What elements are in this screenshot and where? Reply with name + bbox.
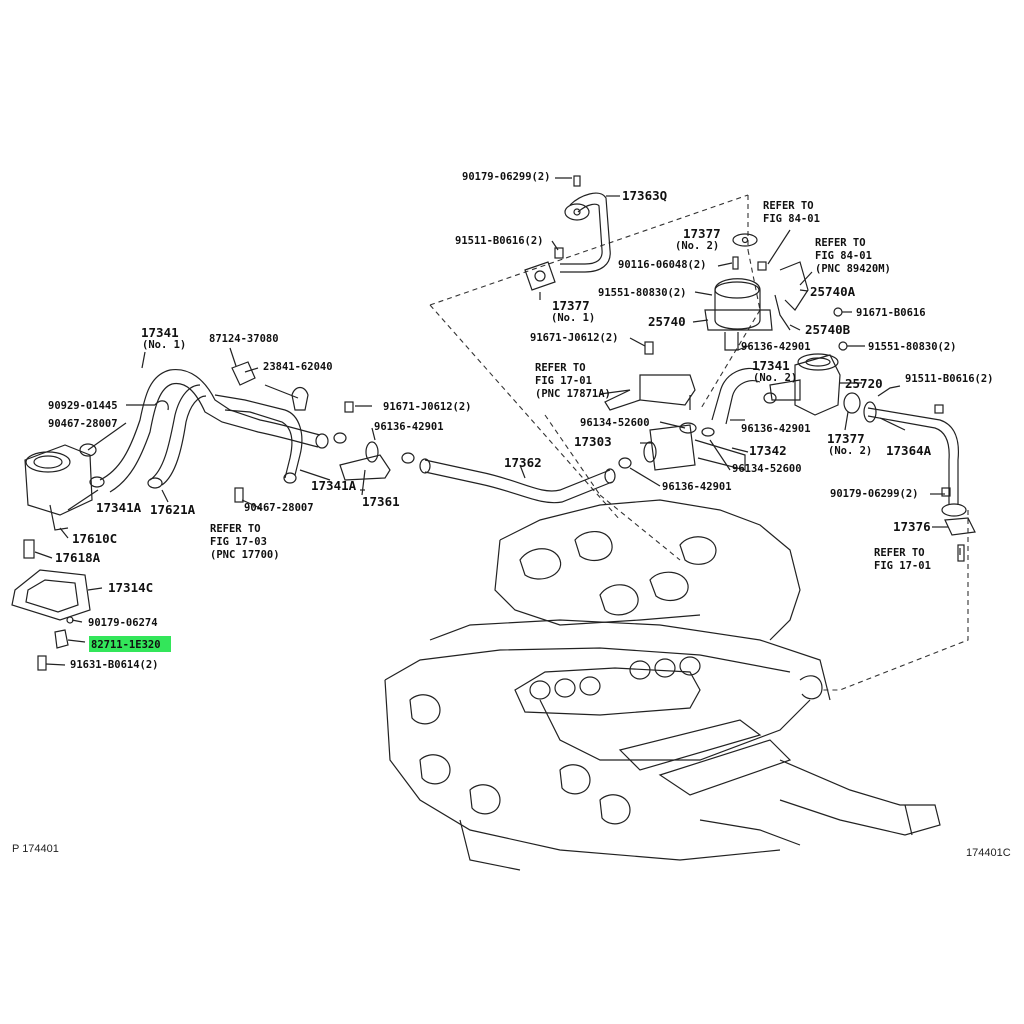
leader-lines bbox=[34, 177, 961, 666]
label-17362[interactable]: 17362 bbox=[504, 455, 542, 470]
label-17610c[interactable]: 17610C bbox=[72, 531, 117, 546]
label-ref-17-01-a-line1: REFER TO bbox=[535, 362, 586, 374]
label-25720[interactable]: 25720 bbox=[845, 376, 883, 391]
label-17341a-left[interactable]: 17341A bbox=[96, 500, 142, 515]
label-96136-42901-c[interactable]: 96136-42901 bbox=[662, 481, 732, 493]
label-91671-j0612-left[interactable]: 91671-J0612(2) bbox=[383, 401, 472, 413]
label-90179-06299-right[interactable]: 90179-06299(2) bbox=[830, 488, 919, 500]
label-90179-06274[interactable]: 90179-06274 bbox=[88, 617, 158, 629]
hose-17341-no2-drawing bbox=[604, 341, 777, 471]
label-91511-b0616-right[interactable]: 91511-B0616(2) bbox=[905, 373, 994, 385]
part-highlight bbox=[89, 636, 171, 652]
page-code-right: 174401C bbox=[966, 847, 1011, 859]
label-91551-80830-a[interactable]: 91551-80830(2) bbox=[598, 287, 687, 299]
label-82711-1e320-highlighted[interactable]: 82711-1E320 bbox=[91, 639, 161, 651]
label-ref-17-03-line2[interactable]: FIG 17-03 bbox=[210, 536, 267, 548]
label-ref-17-01-b-line2[interactable]: FIG 17-01 bbox=[874, 560, 931, 572]
label-17303[interactable]: 17303 bbox=[574, 434, 612, 449]
air-switching-valve-drawing bbox=[704, 233, 861, 416]
label-90179-06299-top[interactable]: 90179-06299(2) bbox=[462, 171, 551, 183]
label-ref-17-01-a-line2[interactable]: FIG 17-01 bbox=[535, 375, 592, 387]
label-17377-no2-right-sub: (No. 2) bbox=[828, 445, 872, 457]
label-17377-no1-sub: (No. 1) bbox=[551, 312, 595, 324]
engine-block-drawing bbox=[384, 499, 941, 871]
label-90467-28007-b[interactable]: 90467-28007 bbox=[244, 502, 314, 514]
label-ref-84-01-a-line2[interactable]: FIG 84-01 bbox=[763, 213, 820, 225]
label-17341-no1[interactable]: 17341 bbox=[141, 325, 179, 340]
label-96136-42901-d[interactable]: 96136-42901 bbox=[374, 421, 444, 433]
label-90467-28007-a[interactable]: 90467-28007 bbox=[48, 418, 118, 430]
label-25740a[interactable]: 25740A bbox=[810, 284, 856, 299]
label-91671-b0616[interactable]: 91671-B0616 bbox=[856, 307, 926, 319]
pipe-17364a-drawing bbox=[863, 401, 976, 562]
reference-dashed-lines bbox=[429, 194, 969, 691]
label-ref-17-01-a-line3: (PNC 17871A) bbox=[535, 388, 611, 400]
label-25740[interactable]: 25740 bbox=[648, 314, 686, 329]
label-ref-84-01-b-line3: (PNC 89420M) bbox=[815, 263, 891, 275]
label-17377-no2-top[interactable]: 17377 bbox=[683, 226, 721, 241]
label-17377-no2-right[interactable]: 17377 bbox=[827, 431, 865, 446]
label-17342[interactable]: 17342 bbox=[749, 443, 787, 458]
label-87124-37080[interactable]: 87124-37080 bbox=[209, 333, 279, 345]
label-90116-06048[interactable]: 90116-06048(2) bbox=[618, 259, 707, 271]
label-ref-17-03-line1: REFER TO bbox=[210, 523, 261, 535]
label-17377-no2-top-sub: (No. 2) bbox=[675, 240, 719, 252]
label-17364a[interactable]: 17364A bbox=[886, 443, 932, 458]
part-labels: 90179-06299(2) 17363Q 91511-B0616(2) 173… bbox=[48, 171, 994, 671]
label-23841-62040[interactable]: 23841-62040 bbox=[263, 361, 333, 373]
label-ref-84-01-a-line1: REFER TO bbox=[763, 200, 814, 212]
label-96136-42901-a[interactable]: 96136-42901 bbox=[741, 341, 811, 353]
label-91511-b0616-top[interactable]: 91511-B0616(2) bbox=[455, 235, 544, 247]
label-17363q[interactable]: 17363Q bbox=[622, 188, 667, 203]
label-17341-no2[interactable]: 17341 bbox=[752, 358, 790, 373]
label-96134-52600-b[interactable]: 96134-52600 bbox=[732, 463, 802, 475]
label-90929-01445[interactable]: 90929-01445 bbox=[48, 400, 118, 412]
label-17341-no2-sub: (No. 2) bbox=[753, 372, 797, 384]
label-91631-b0614[interactable]: 91631-B0614(2) bbox=[70, 659, 159, 671]
label-17621a[interactable]: 17621A bbox=[150, 502, 196, 517]
label-25740b[interactable]: 25740B bbox=[805, 322, 851, 337]
label-ref-84-01-b-line1: REFER TO bbox=[815, 237, 866, 249]
hose-17362-drawing bbox=[339, 401, 616, 504]
label-ref-17-03-line3: (PNC 17700) bbox=[210, 549, 280, 561]
label-91551-80830-b[interactable]: 91551-80830(2) bbox=[868, 341, 957, 353]
hose-17341-no1-drawing bbox=[79, 361, 347, 503]
label-ref-84-01-b-line2[interactable]: FIG 84-01 bbox=[815, 250, 872, 262]
pipe-17363q-drawing bbox=[524, 175, 611, 291]
label-17314c[interactable]: 17314C bbox=[108, 580, 153, 595]
label-96136-42901-b[interactable]: 96136-42901 bbox=[741, 423, 811, 435]
page-code-left: P 174401 bbox=[12, 843, 59, 855]
label-17341-no1-sub: (No. 1) bbox=[142, 339, 186, 351]
label-17377-no1[interactable]: 17377 bbox=[552, 298, 590, 313]
label-91671-j0612-center[interactable]: 91671-J0612(2) bbox=[530, 332, 619, 344]
air-pump-drawing bbox=[11, 444, 93, 671]
label-96134-52600-a[interactable]: 96134-52600 bbox=[580, 417, 650, 429]
label-17341a-center[interactable]: 17341A bbox=[311, 478, 357, 493]
label-ref-17-01-b-line1: REFER TO bbox=[874, 547, 925, 559]
label-17618a[interactable]: 17618A bbox=[55, 550, 101, 565]
label-17376[interactable]: 17376 bbox=[893, 519, 931, 534]
label-17361[interactable]: 17361 bbox=[362, 494, 400, 509]
